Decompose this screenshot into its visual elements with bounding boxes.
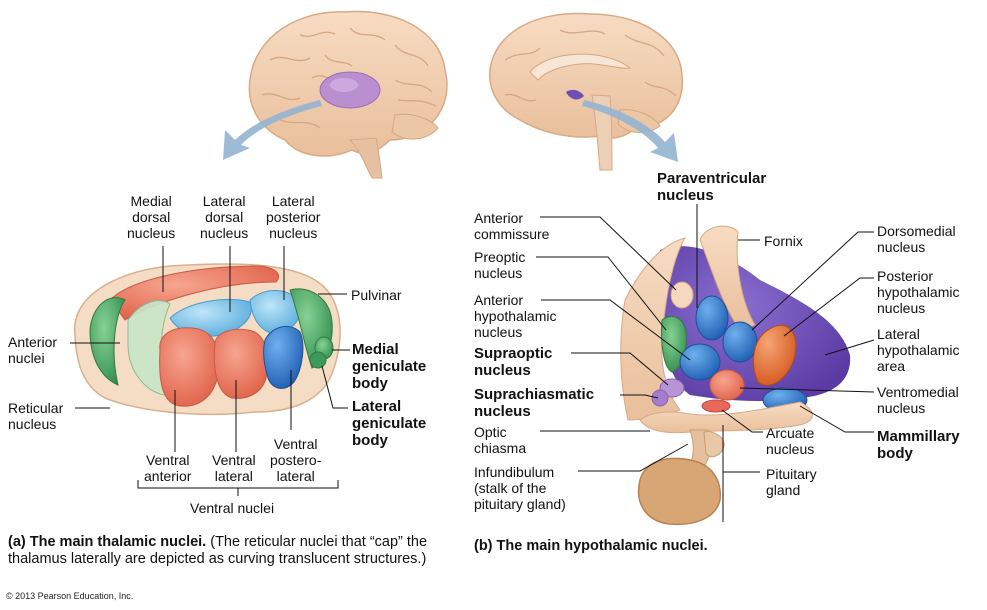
label-arcuate-nucleus: Arcuate nucleus <box>766 425 815 457</box>
label-paraventricular-nucleus: Paraventricular nucleus <box>657 170 767 204</box>
label-mammillary-body: Mammillary body <box>877 428 960 462</box>
label-ventral-nuclei: Ventral nuclei <box>190 500 275 516</box>
label-preoptic-nucleus: Preoptic nucleus <box>474 249 526 281</box>
copyright: © 2013 Pearson Education, Inc. <box>6 591 134 601</box>
label-ventral-lateral: Ventral lateral <box>212 452 256 484</box>
caption-b: (b) The main hypothalamic nuclei. <box>474 538 708 554</box>
label-reticular-nucleus: Reticular nucleus <box>8 400 64 432</box>
label-fornix: Fornix <box>764 233 803 249</box>
caption-a-text: (The reticular nuclei that “cap” the tha… <box>8 534 428 567</box>
label-ventromedial-nucleus: Ventromedial nucleus <box>877 384 959 416</box>
label-ventral-posterolateral: Ventral postero- lateral <box>270 436 322 484</box>
label-medial-dorsal-nucleus: Medial dorsal nucleus <box>127 193 176 241</box>
caption-a-title: (a) The main thalamic nuclei. <box>8 534 207 550</box>
label-posterior-hypothalamic-nucleus: Posterior hypothalamic nucleus <box>877 268 960 316</box>
label-optic-chiasma: Optic chiasma <box>474 424 527 456</box>
label-supraoptic-nucleus: Supraoptic nucleus <box>474 345 553 379</box>
label-lateral-posterior-nucleus: Lateral posterior nucleus <box>266 193 321 241</box>
label-pulvinar: Pulvinar <box>351 287 402 303</box>
brain-lateral-view <box>248 10 448 179</box>
label-pituitary-gland: Pituitary gland <box>766 466 817 498</box>
label-dorsomedial-nucleus: Dorsomedial nucleus <box>877 223 956 255</box>
label-infundibulum: Infundibulum (stalk of the pituitary gla… <box>474 464 566 512</box>
arrow-b <box>582 100 678 162</box>
label-anterior-commissure: Anterior commissure <box>474 210 550 242</box>
label-lateral-dorsal-nucleus: Lateral dorsal nucleus <box>200 193 249 241</box>
label-anterior-nuclei: Anterior nuclei <box>8 334 58 366</box>
label-lateral-geniculate-body: Lateral geniculate body <box>352 398 427 449</box>
brain-sagittal-view <box>489 12 684 171</box>
arrow-a <box>223 100 322 160</box>
label-medial-geniculate-body: Medial geniculate body <box>352 341 427 392</box>
label-suprachiasmatic-nucleus: Suprachiasmatic nucleus <box>474 386 595 420</box>
label-anterior-hypothalamic-nucleus: Anterior hypothalamic nucleus <box>474 292 557 340</box>
hypothalamus-illustration <box>620 225 851 526</box>
caption-a: (a) The main thalamic nuclei. (The retic… <box>8 534 448 568</box>
leader-lines <box>70 204 875 522</box>
label-ventral-anterior: Ventral anterior <box>144 452 192 484</box>
thalamus-illustration <box>73 263 341 416</box>
label-lateral-hypothalamic-area: Lateral hypothalamic area <box>877 326 960 374</box>
